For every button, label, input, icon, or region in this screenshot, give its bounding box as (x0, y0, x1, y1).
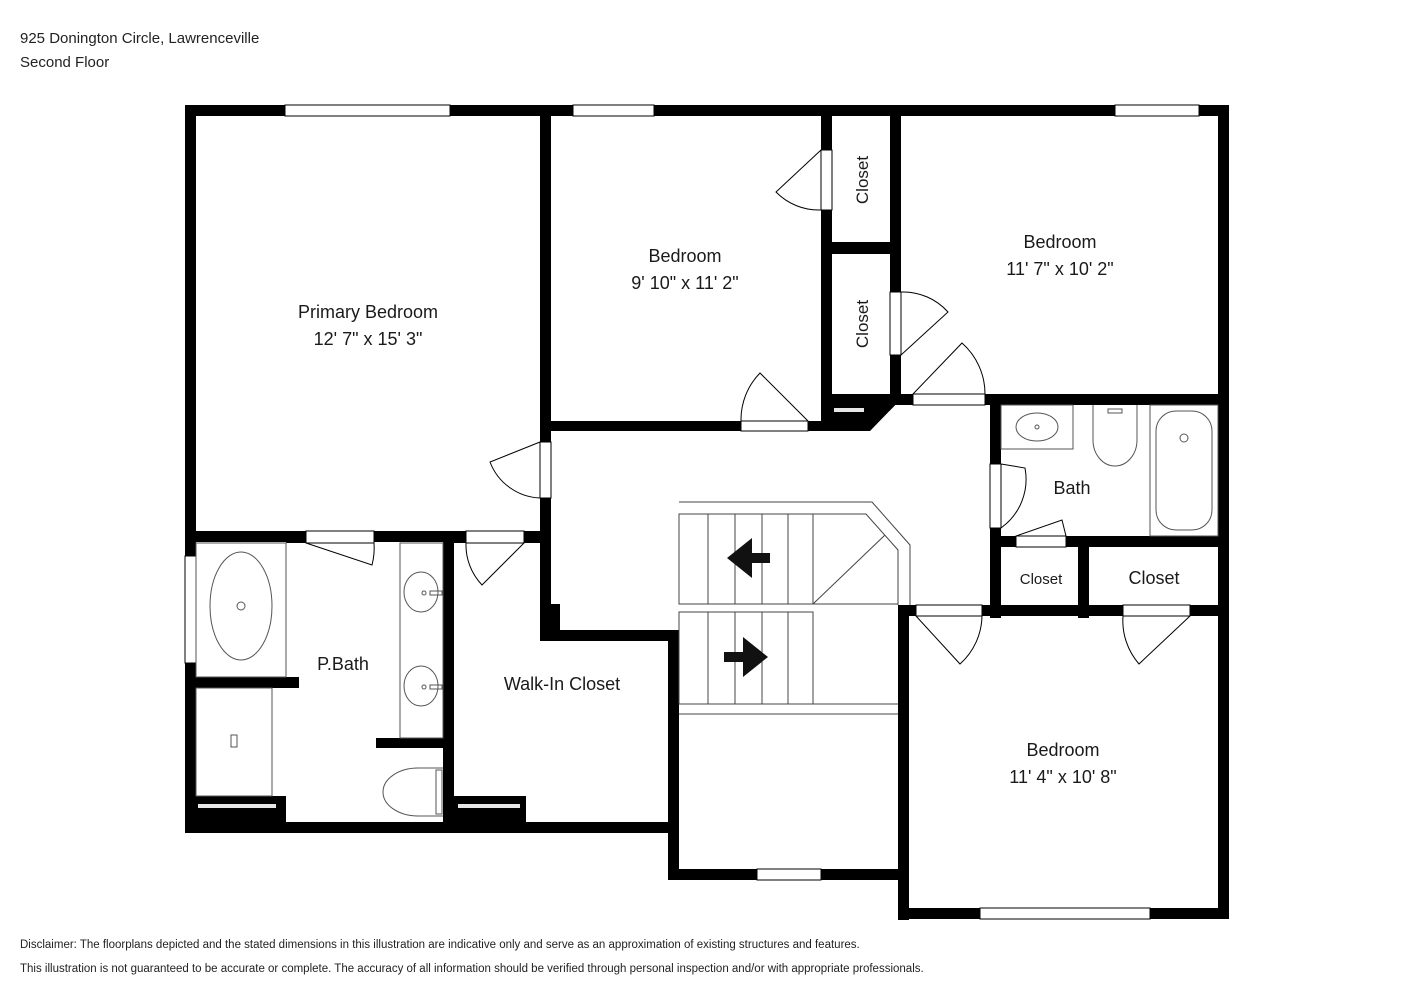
arrow-left-icon (727, 538, 770, 578)
primary-bedroom-name: Primary Bedroom (298, 302, 438, 322)
primary-bath-label: P.Bath (317, 654, 369, 674)
toilet-icon (382, 767, 443, 817)
floor-title: Second Floor (20, 54, 110, 71)
bedroom-3-size: 11' 7" x 10' 2" (1006, 259, 1113, 279)
doors (305, 149, 1191, 665)
wall-hatching (198, 408, 864, 808)
walk-in-closet-label: Walk-In Closet (504, 674, 620, 694)
shower-icon (195, 687, 273, 797)
bath-label: Bath (1053, 478, 1090, 498)
closet-middle-label: Closet (853, 300, 872, 348)
room-labels: Primary Bedroom 12' 7" x 15' 3" Bedroom … (298, 156, 1180, 787)
bedroom-2-name: Bedroom (648, 246, 721, 266)
stair-arrows (724, 538, 770, 677)
closet-upper-label: Closet (853, 156, 872, 204)
bedroom-4-size: 11' 4" x 10' 8" (1009, 767, 1116, 787)
bedroom-3-name: Bedroom (1023, 232, 1096, 252)
windows (184, 104, 1200, 920)
closet-small-label: Closet (1020, 571, 1063, 588)
staircase (678, 501, 911, 715)
toilet-icon (1092, 405, 1138, 467)
bedroom-4-name: Bedroom (1026, 740, 1099, 760)
disclaimer-line-2: This illustration is not guaranteed to b… (20, 963, 924, 975)
fixtures (195, 404, 1219, 817)
closet-large-label: Closet (1128, 568, 1179, 588)
bedroom-2-size: 9' 10" x 11' 2" (631, 273, 738, 293)
walls (185, 105, 1229, 920)
primary-bedroom-size: 12' 7" x 15' 3" (314, 329, 423, 349)
disclaimer-line-1: Disclaimer: The floorplans depicted and … (20, 939, 860, 951)
address-text: 925 Donington Circle, Lawrenceville (20, 30, 260, 47)
sink-icon (1000, 404, 1074, 450)
bathtub-icon (1149, 404, 1219, 537)
arrow-right-icon (724, 637, 768, 677)
vanity-icon (399, 542, 444, 739)
bathtub-icon (195, 542, 287, 678)
